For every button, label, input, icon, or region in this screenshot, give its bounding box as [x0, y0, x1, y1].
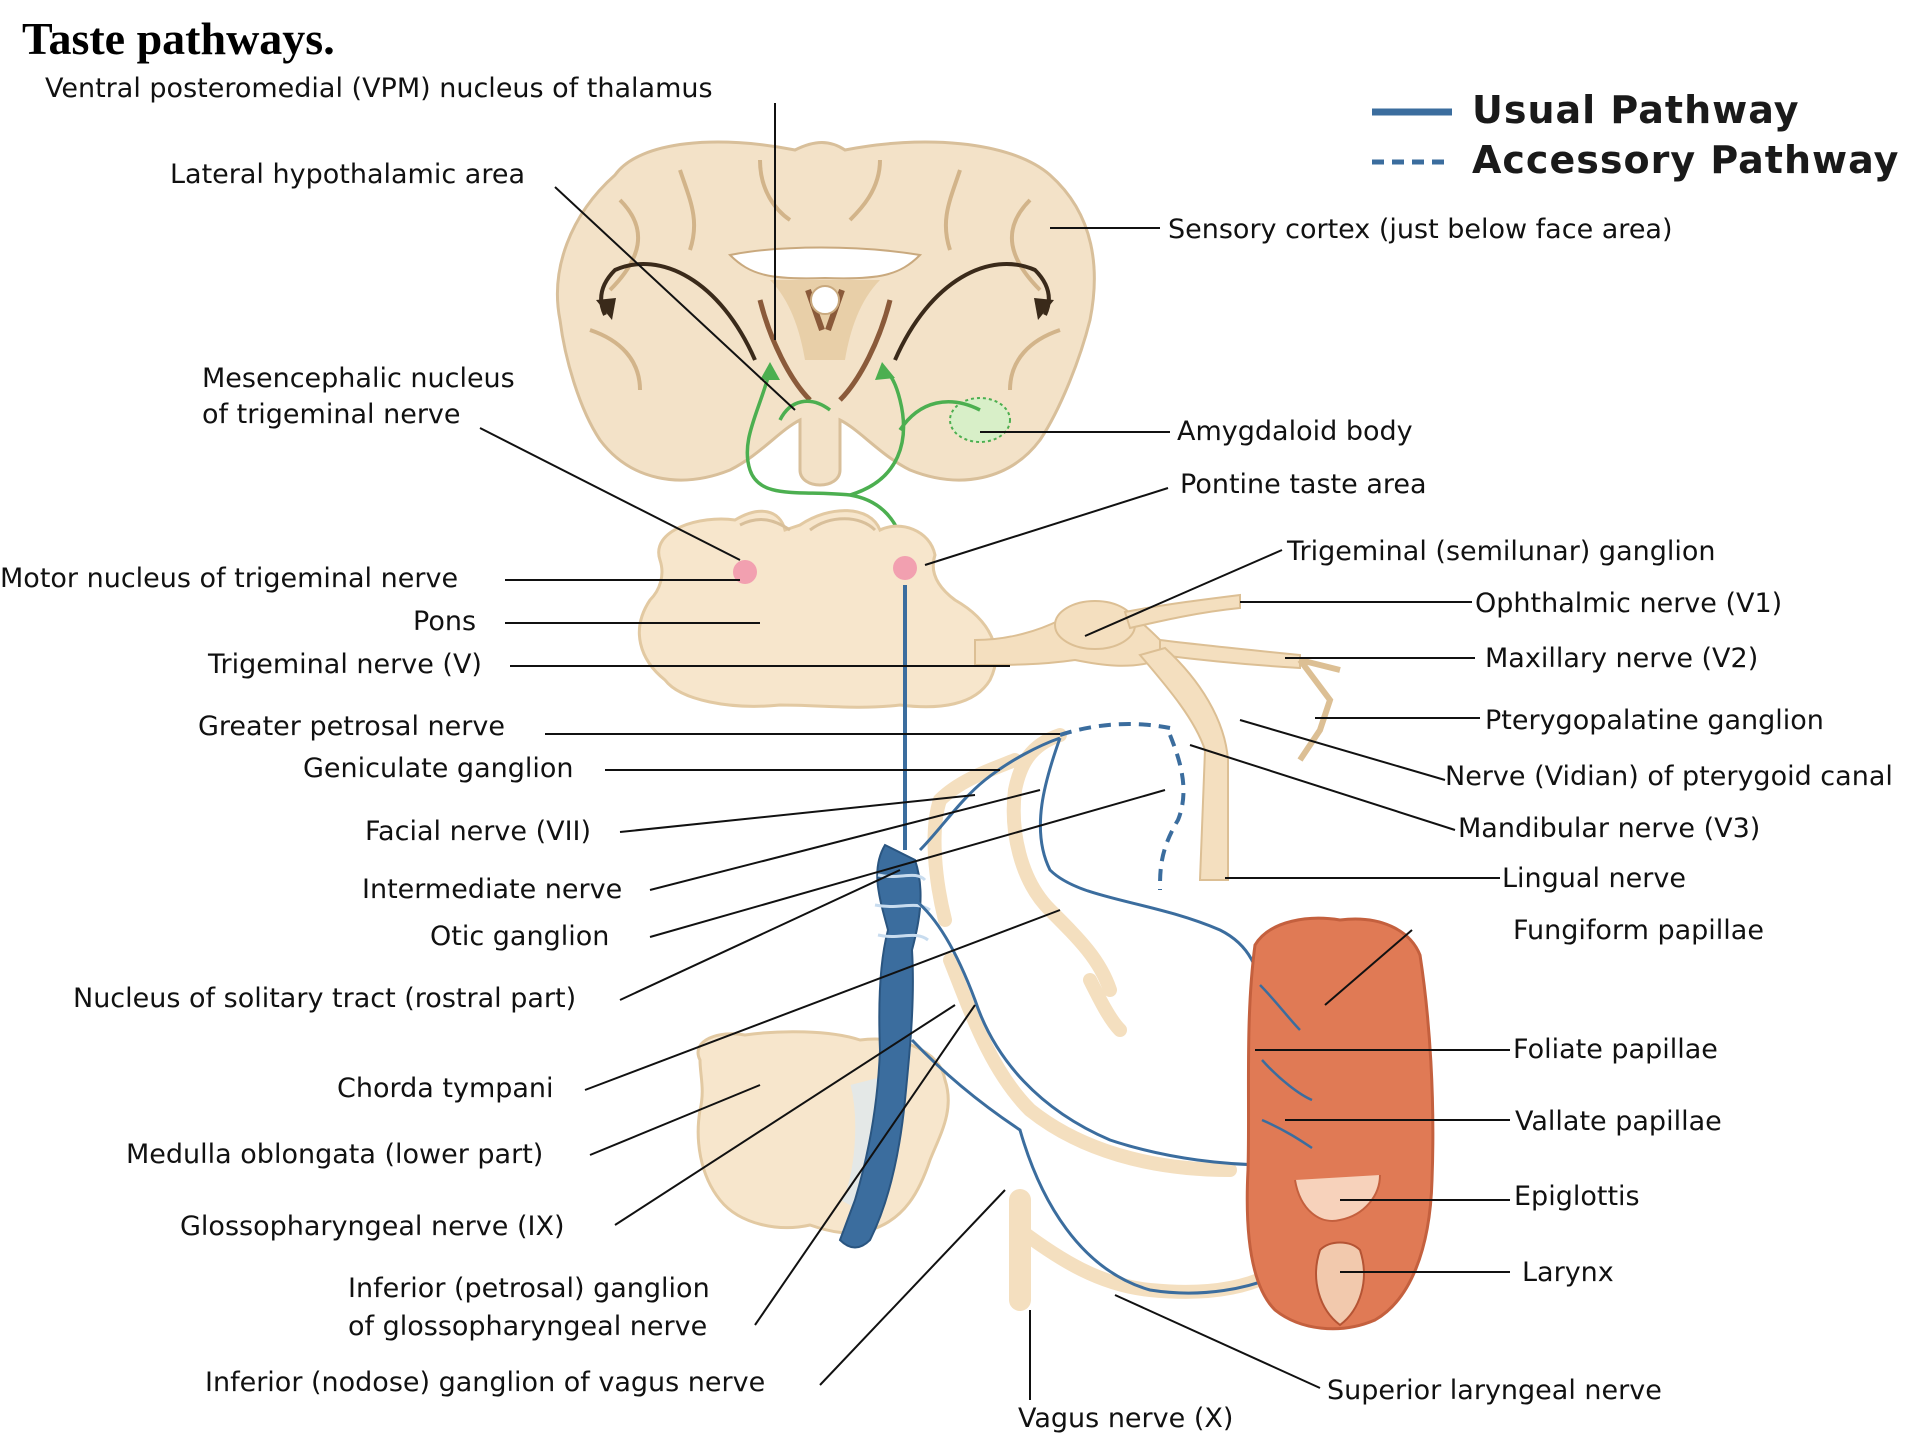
- pons: [639, 511, 995, 708]
- tongue: [1247, 918, 1433, 1328]
- label-vagus-nerve: Vagus nerve (X): [1018, 1402, 1233, 1436]
- label-nodose-ganglion: Inferior (nodose) ganglion of vagus nerv…: [205, 1366, 765, 1400]
- figure-title: Taste pathways.: [22, 12, 335, 65]
- label-inferior-petrosal-1: Inferior (petrosal) ganglion: [348, 1272, 710, 1306]
- label-facial-nerve: Facial nerve (VII): [365, 815, 591, 849]
- label-inferior-petrosal-2: of glossopharyngeal nerve: [348, 1310, 707, 1344]
- medulla: [698, 1032, 948, 1233]
- label-otic-ganglion: Otic ganglion: [430, 920, 609, 954]
- facial-trunk: [935, 760, 1015, 920]
- label-foliate: Foliate papillae: [1513, 1033, 1718, 1067]
- legend-accessory-label: Accessory Pathway: [1472, 138, 1899, 182]
- label-pons: Pons: [413, 605, 476, 639]
- label-trigeminal-ganglion: Trigeminal (semilunar) ganglion: [1287, 535, 1716, 569]
- label-pterygopalatine: Pterygopalatine ganglion: [1485, 704, 1824, 738]
- label-epiglottis: Epiglottis: [1514, 1180, 1640, 1214]
- taste-fibers-accessory: [1060, 724, 1183, 890]
- label-vallate: Vallate papillae: [1515, 1105, 1722, 1139]
- legend-usual-label: Usual Pathway: [1472, 88, 1799, 132]
- label-mesencephalic-2: of trigeminal nerve: [202, 398, 461, 432]
- label-intermediate-nerve: Intermediate nerve: [362, 873, 622, 907]
- label-larynx: Larynx: [1522, 1256, 1614, 1290]
- label-solitary-tract: Nucleus of solitary tract (rostral part): [73, 982, 576, 1016]
- corpus-callosum: [730, 248, 920, 279]
- chorda-trunk: [1014, 735, 1110, 990]
- label-chorda-tympani: Chorda tympani: [337, 1072, 554, 1106]
- label-greater-petrosal: Greater petrosal nerve: [198, 710, 505, 744]
- third-ventricle: [811, 286, 839, 314]
- label-geniculate: Geniculate ganglion: [303, 752, 574, 786]
- label-amygdaloid: Amygdaloid body: [1177, 415, 1413, 449]
- label-maxillary: Maxillary nerve (V2): [1485, 642, 1758, 676]
- brain-section: [557, 142, 1094, 485]
- label-ophthalmic: Ophthalmic nerve (V1): [1475, 587, 1782, 621]
- amygdala: [950, 398, 1010, 442]
- label-superior-laryngeal: Superior laryngeal nerve: [1327, 1374, 1662, 1408]
- label-trigeminal-nerve: Trigeminal nerve (V): [208, 648, 482, 682]
- label-medulla: Medulla oblongata (lower part): [126, 1138, 543, 1172]
- label-mandibular: Mandibular nerve (V3): [1458, 812, 1760, 846]
- mandibular-branch: [1140, 648, 1228, 880]
- label-lingual: Lingual nerve: [1502, 862, 1686, 896]
- label-pontine-taste: Pontine taste area: [1180, 468, 1427, 502]
- label-mesencephalic-1: Mesencephalic nucleus: [202, 362, 515, 396]
- label-glossopharyngeal: Glossopharyngeal nerve (IX): [180, 1210, 565, 1244]
- pontine-taste-dot: [893, 556, 917, 580]
- label-lateral-hypothalamic: Lateral hypothalamic area: [170, 158, 525, 192]
- label-vidian-nerve: Nerve (Vidian) of pterygoid canal: [1445, 760, 1893, 794]
- label-fungiform: Fungiform papillae: [1513, 914, 1764, 948]
- trigeminal-nerves: [975, 595, 1340, 880]
- label-vpm: Ventral posteromedial (VPM) nucleus of t…: [45, 72, 713, 106]
- sup-laryngeal-trunk: [1020, 1230, 1270, 1292]
- label-motor-nucleus: Motor nucleus of trigeminal nerve: [0, 562, 458, 596]
- label-sensory-cortex: Sensory cortex (just below face area): [1168, 213, 1673, 247]
- trigeminal-ganglion: [1055, 601, 1135, 649]
